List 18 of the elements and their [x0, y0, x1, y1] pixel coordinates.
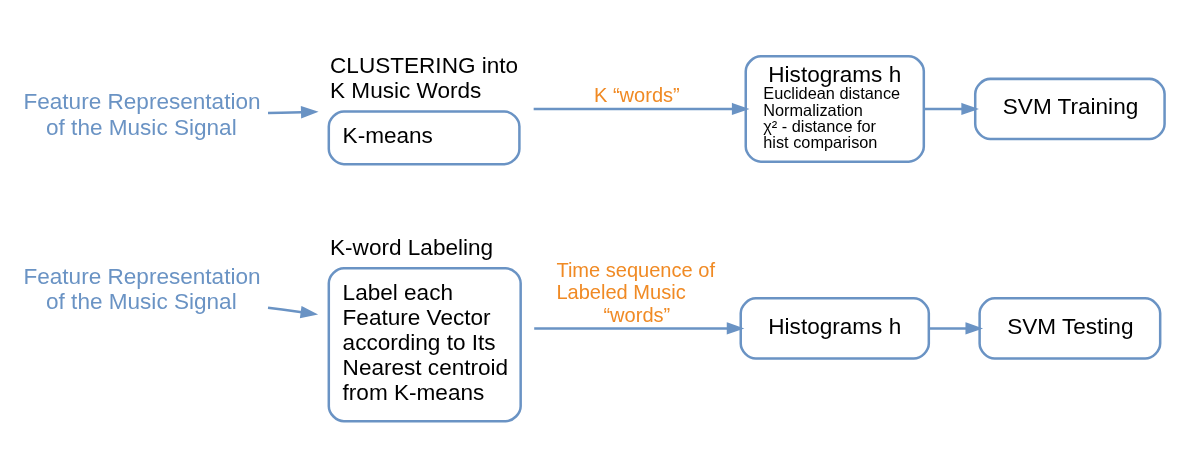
- arrow: [923, 102, 979, 115]
- node-label: K-word Labeling: [330, 234, 494, 260]
- node-text: Feature Representation of the Music Signal: [23, 88, 261, 140]
- edge-label: K “words”: [594, 83, 680, 106]
- node-box: Histograms h Euclidean distance Normalization χ² - distance for hist comparison: [744, 54, 926, 163]
- node-box: Histograms h: [739, 296, 931, 360]
- arrow: [534, 321, 745, 335]
- node-box: Label each Feature Vector according to Its Nearest centroid from K-means: [327, 266, 522, 422]
- arrow: [928, 321, 984, 335]
- node-label: CLUSTERING into K Music Words: [330, 52, 519, 103]
- arrow: [268, 105, 319, 118]
- arrow: [533, 102, 750, 115]
- node-box: SVM Testing: [978, 296, 1162, 360]
- node-text: Feature Representation of the Music Signal: [23, 263, 261, 314]
- arrow: [267, 305, 319, 318]
- node-box: K-means: [327, 109, 521, 165]
- node-box: SVM Training: [973, 77, 1166, 140]
- edge-label: Time sequence of Labeled Music “words”: [556, 258, 716, 326]
